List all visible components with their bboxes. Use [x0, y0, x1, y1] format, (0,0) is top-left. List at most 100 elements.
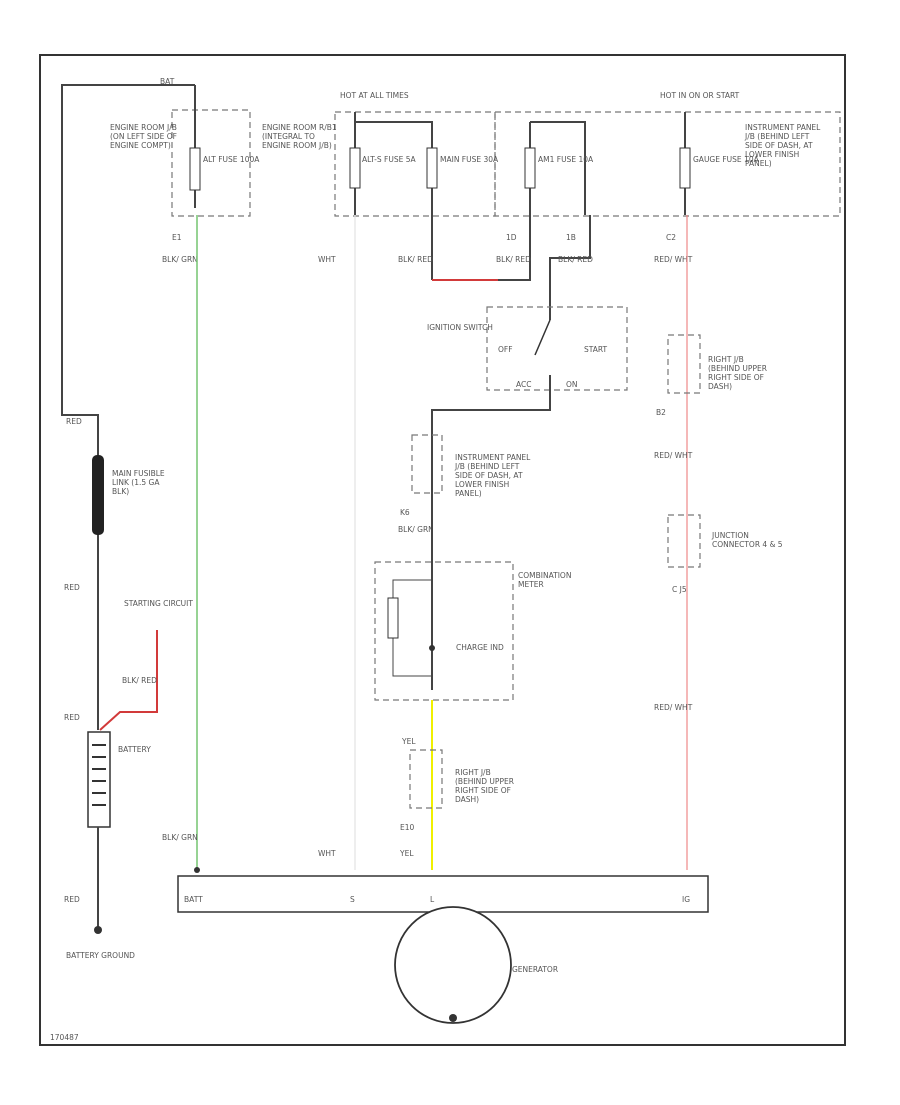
label-red-b: RED: [64, 583, 80, 592]
svg-text:CHARGE IND: CHARGE IND: [456, 643, 504, 652]
alt-fuse-symbol: [189, 147, 201, 191]
svg-text:RED/ WHT: RED/ WHT: [654, 451, 693, 460]
label-gen-ig: IG: [682, 895, 690, 904]
label-ign-start: START: [584, 345, 608, 354]
label-alts-fuse: ALT-S FUSE 5A: [362, 155, 416, 164]
fusible-link-symbol: [92, 455, 104, 535]
am1-fuse-loop: [530, 121, 586, 215]
label-red-a: RED: [66, 417, 82, 426]
svg-text:ALT FUSE 100A: ALT FUSE 100A: [203, 155, 260, 164]
label-ign-acc: ACC: [516, 380, 531, 389]
svg-text:GAUGE FUSE 10A: GAUGE FUSE 10A: [693, 155, 760, 164]
label-gen-batt: BATT: [184, 895, 203, 904]
label-charge-ind: CHARGE IND: [456, 643, 504, 652]
label-red-ground: RED: [64, 895, 80, 904]
battery-feed-wire: [61, 84, 195, 455]
svg-text:RED/ WHT: RED/ WHT: [654, 703, 693, 712]
label-red-c: RED: [64, 713, 80, 722]
ignition-switch-arm: [534, 319, 551, 356]
generator-symbol: [394, 906, 512, 1024]
label-wht-top: WHT: [318, 255, 336, 264]
label-blk-red-c: BLK/ RED: [122, 676, 157, 685]
alts-fuse-symbol: [349, 147, 361, 189]
ignition-on-wire: [431, 375, 551, 440]
label-gen-l: L: [430, 895, 435, 904]
diagram-frame: [39, 54, 846, 1046]
hot-bus-wire: [354, 112, 433, 280]
generator-ground: [449, 1014, 457, 1022]
svg-text:BLK/ RED: BLK/ RED: [496, 255, 531, 264]
label-am1-fuse: AM1 FUSE 10A: [538, 155, 594, 164]
label-hot-in-on-start: HOT IN ON OR START: [660, 91, 740, 100]
svg-text:BLK/ GRN: BLK/ GRN: [398, 525, 434, 534]
label-red-wht-top: RED/ WHT: [654, 255, 693, 264]
label-gauge-fuse: GAUGE FUSE 10A: [693, 155, 760, 164]
svg-text:BLK/ RED: BLK/ RED: [398, 255, 433, 264]
svg-text:STARTING CIRCUIT: STARTING CIRCUIT: [124, 599, 193, 608]
label-conn-c2: C2: [666, 233, 676, 242]
svg-text:IGNITION SWITCH: IGNITION SWITCH: [427, 323, 493, 332]
gauge-fuse-symbol: [679, 147, 691, 189]
svg-text:RED/ WHT: RED/ WHT: [654, 255, 693, 264]
am1-fuse-symbol: [524, 147, 536, 189]
label-blk-red-b: BLK/ RED: [496, 255, 531, 264]
label-conn-1j: C J5: [672, 585, 687, 594]
label-blk-red-feed: BLK/ RED: [558, 255, 593, 264]
instrument-panel-jb2-box: [411, 434, 443, 494]
label-yel-b: YEL: [399, 849, 414, 858]
label-starting-circuit: STARTING CIRCUIT: [124, 599, 193, 608]
ignition-feed-wire: [549, 215, 591, 320]
battery-cells: [92, 744, 106, 806]
main-fuse-symbol: [426, 147, 438, 189]
label-conn-b2: B2: [656, 408, 666, 417]
label-ignition-switch: IGNITION SWITCH: [427, 323, 493, 332]
label-hot-at-all-times: HOT AT ALL TIMES: [340, 91, 409, 100]
meter-internal-loop: [392, 579, 432, 677]
label-generator: GENERATOR: [512, 965, 558, 974]
battery-ground-point: [94, 926, 102, 934]
instrument-panel-jb-box: [494, 111, 841, 217]
svg-text:BLK/ RED: BLK/ RED: [122, 676, 157, 685]
svg-text:BLK/ GRN: BLK/ GRN: [162, 255, 198, 264]
starting-circuit-wire: [99, 630, 158, 731]
label-conn-k6: K6: [400, 508, 410, 517]
charge-indicator-lamp: [429, 645, 435, 651]
svg-text:AM1 FUSE 10A: AM1 FUSE 10A: [538, 155, 594, 164]
label-battery: BATTERY: [118, 745, 151, 754]
label-figure-code: 170487: [50, 1033, 79, 1042]
label-ign-on: ON: [566, 380, 578, 389]
label-conn-e1: E1: [172, 233, 182, 242]
ignition-switch-box: [486, 306, 628, 391]
meter-resistor: [387, 597, 399, 639]
label-blk-grn-low: BLK/ GRN: [162, 833, 198, 842]
am1-link-wire: [498, 215, 531, 281]
label-blk-red-a: BLK/ RED: [398, 255, 433, 264]
engine-room-jb-box: [171, 109, 251, 217]
label-gen-s: S: [350, 895, 355, 904]
right-jb-upper-box: [667, 334, 701, 394]
label-battery-ground: BATTERY GROUND: [66, 951, 135, 960]
right-jb-lower-box: [409, 749, 443, 809]
label-red-wht-mid: RED/ WHT: [654, 451, 693, 460]
label-batt-top: BAT: [160, 77, 175, 86]
label-blk-grn-top: BLK/ GRN: [162, 255, 198, 264]
batt-terminal-dot: [194, 867, 200, 873]
svg-text:BATTERY GROUND: BATTERY GROUND: [66, 951, 135, 960]
label-conn-1b: 1B: [566, 233, 576, 242]
label-blk-grn-mid: BLK/ GRN: [398, 525, 434, 534]
